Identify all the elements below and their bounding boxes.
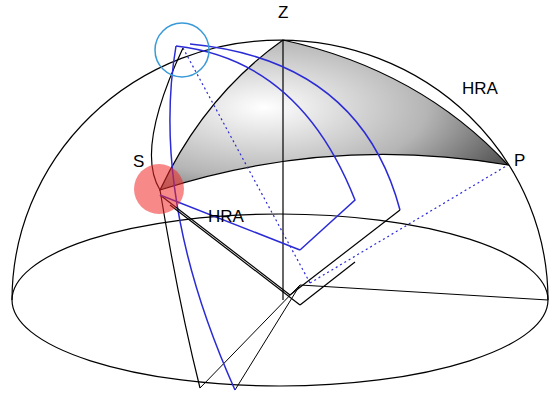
point-label: HRA [208,208,244,225]
point-label: S [133,153,144,170]
pole-marker [155,23,209,77]
horizon-radius [300,285,548,300]
horizon [12,214,548,386]
point-label: P [514,152,525,169]
sun-marker [134,164,184,214]
meridian [151,48,200,388]
pole-line [183,48,310,283]
hour-circle [176,46,355,250]
plane-edge [290,210,400,295]
zenith-axis [282,40,283,300]
horizon-radius [235,285,300,390]
horizon-radius [200,285,300,388]
point-label: HRA [462,80,498,97]
hour-angle-region [160,40,508,190]
plane-edge [160,195,290,295]
plane-edge [300,262,355,305]
hour-plane [160,195,300,250]
plane-edge [170,205,300,305]
pole-line [310,165,508,283]
point-label: Z [278,4,288,21]
hour-circle [190,44,400,210]
dome [12,40,548,300]
